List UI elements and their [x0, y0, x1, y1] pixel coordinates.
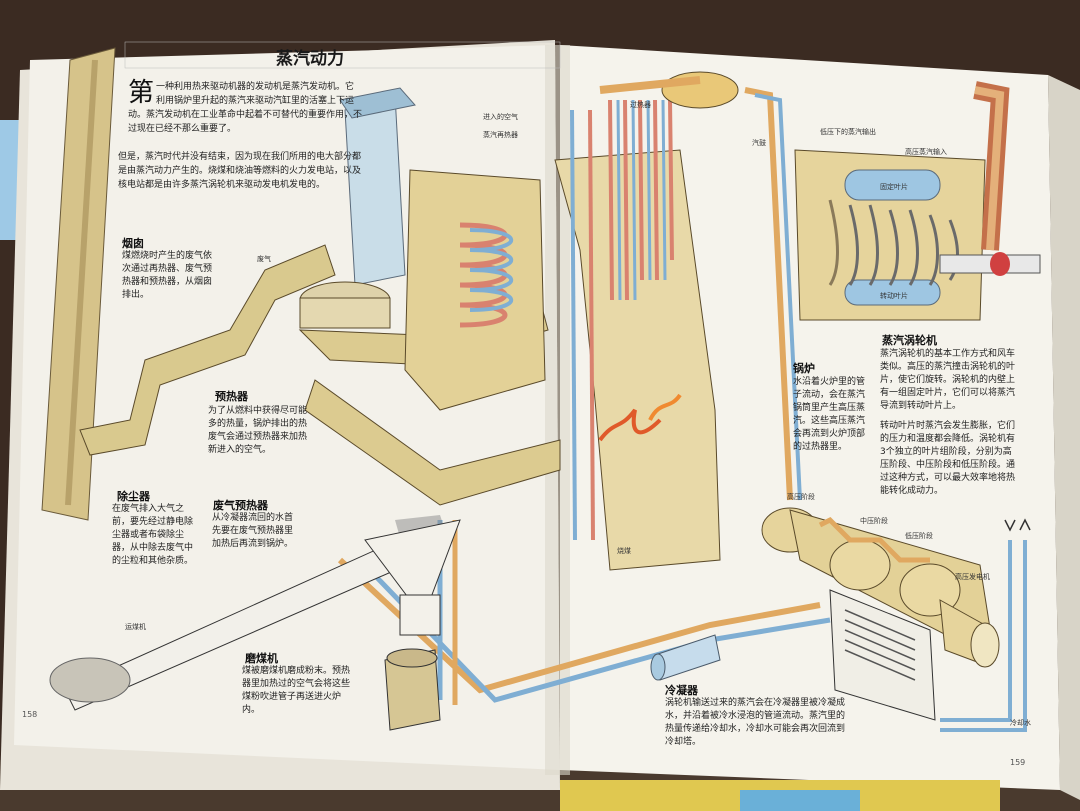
preheater-title: 预热器: [215, 390, 248, 403]
exhaust-preheater-title: 废气预热器: [213, 499, 268, 512]
mill-title: 磨煤机: [245, 652, 278, 665]
intro-text-1: 一种利用热来驱动机器的发动机是蒸汽发动机。它利用锅炉里升起的蒸汽来驱动汽缸里的活…: [128, 82, 363, 134]
boiler-text: 水沿着火炉里的管子流动，会在蒸汽锅筒里产生高压蒸汽。这些高压蒸汽会再流到火炉顶部…: [793, 377, 866, 452]
turbine-text-1: 蒸汽涡轮机的基本工作方式和风车类似。高压的蒸汽撞击涡轮机的叶片，使它们旋转。涡轮…: [880, 349, 1016, 411]
label-generator: 高压发电机: [955, 573, 990, 581]
page-title: 蒸汽动力: [276, 49, 344, 69]
label-moving-blades: 转动叶片: [880, 292, 908, 300]
label-low-pressure-out: 低压下的蒸汽输出: [820, 128, 876, 136]
condenser-title: 冷凝器: [665, 684, 698, 697]
label-cooling-water: 冷却水: [1010, 719, 1031, 727]
label-air-in: 进入的空气: [483, 113, 518, 121]
condenser-box: [829, 589, 936, 721]
page-number-right: 159: [1010, 758, 1026, 767]
label-hp-in: 高压蒸汽输入: [905, 148, 947, 156]
label-mp-stage: 中压阶段: [860, 517, 888, 525]
intro-paragraph-1: 第一种利用热来驱动机器的发动机是蒸汽发动机。它利用锅炉里升起的蒸汽来驱动汽缸里的…: [128, 80, 363, 136]
label-reheater: 蒸汽再热器: [483, 131, 518, 139]
label-hp-stage: 高压阶段: [787, 493, 815, 501]
dust-title: 除尘器: [117, 490, 150, 503]
preheater-text: 为了从燃料中获得尽可能多的热量，锅炉排出的热废气会通过预热器来加热新进入的空气。: [208, 406, 308, 455]
boiler: [554, 149, 721, 571]
waste-gas-duct: [79, 244, 336, 456]
label-conveyor: 运煤机: [125, 623, 146, 631]
mill-text: 煤被磨煤机磨成粉末。预热器里加热过的空气会将这些煤粉吹进管子再送进火炉内。: [242, 666, 351, 715]
intro-paragraph-2: 但是，蒸汽时代并没有结束，因为现在我们所用的电大部分都是由蒸汽动力产生的。烧煤和…: [118, 152, 362, 190]
label-burn-coal: 烧煤: [617, 547, 631, 555]
label-superheater: 过热器: [630, 101, 651, 109]
label-fixed-blades: 固定叶片: [880, 183, 908, 191]
label-lp-stage: 低压阶段: [905, 532, 933, 540]
label-waste-gas: 废气: [257, 255, 271, 263]
turbine-title: 蒸汽涡轮机: [882, 334, 937, 347]
chimney-text: 煤燃烧时产生的废气依次通过再热器、废气预热器和预热器，从烟囱排出。: [122, 251, 213, 300]
turbine-text-2: 转动叶片时蒸汽会发生膨胀，它们的压力和温度都会降低。涡轮机有3个独立的叶片组阶段…: [880, 421, 1016, 496]
boiler-title: 锅炉: [793, 362, 815, 375]
label-drum: 汽鼓: [752, 139, 766, 147]
dust-text: 在废气排入大气之前，要先经过静电除尘器或者布袋除尘器，从中除去废气中的尘粒和其他…: [112, 504, 194, 566]
page-number-left: 158: [22, 710, 38, 719]
exhaust-preheater-text: 从冷凝器流回的水首先要在废气预热器里加热后再流到锅炉。: [212, 513, 294, 549]
condenser-text: 涡轮机输送过来的蒸汽会在冷凝器里被冷凝成水，并沿着被冷水浸泡的管道流动。蒸汽里的…: [665, 698, 846, 747]
drop-cap: 第: [128, 78, 155, 108]
steam-drum: [661, 71, 739, 109]
chimney-title: 烟囱: [122, 237, 144, 250]
